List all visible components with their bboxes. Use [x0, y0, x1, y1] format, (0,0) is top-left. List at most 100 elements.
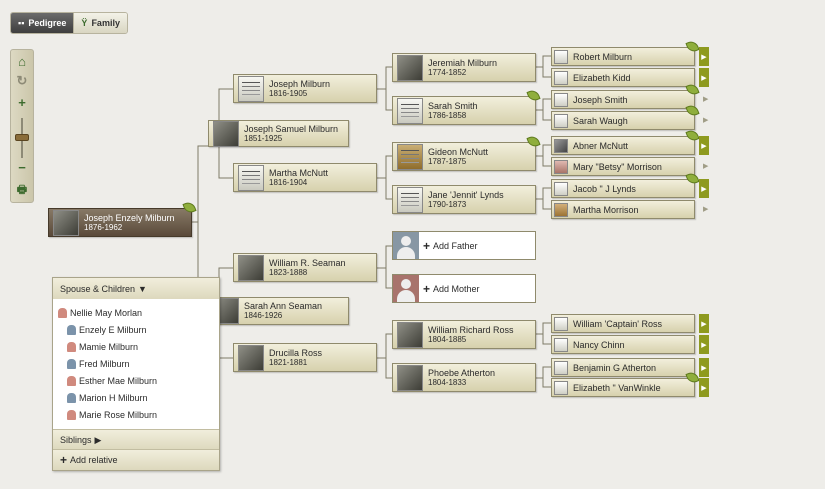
person-photo: [397, 321, 423, 348]
expand-arrow[interactable]: ▶: [703, 206, 709, 213]
female-person-icon: [58, 308, 67, 318]
document-thumbnail: [554, 202, 568, 217]
person-photo: [397, 364, 423, 391]
chevron-right-icon: ▶: [94, 434, 102, 445]
ancestor-card[interactable]: Joseph Smith: [551, 82, 700, 109]
document-thumbnail: [554, 337, 568, 352]
ancestor-card[interactable]: Nancy Chinn: [551, 335, 695, 354]
female-person-icon: [67, 376, 76, 386]
plus-icon: +: [60, 453, 68, 467]
female-silhouette-icon: [393, 275, 419, 302]
zoom-slider-handle[interactable]: [15, 134, 29, 141]
document-thumbnail: [397, 186, 423, 213]
expand-arrow[interactable]: ▶: [699, 136, 709, 155]
document-thumbnail: [397, 143, 423, 170]
navigation-toolbar: ⌂ ↻ + − 🖶: [10, 49, 34, 203]
child-item[interactable]: Enzely E Milburn: [67, 325, 147, 335]
spouse-item[interactable]: Nellie May Morlan: [58, 308, 142, 318]
child-item[interactable]: Marie Rose Milburn: [67, 410, 157, 420]
document-thumbnail: [238, 164, 264, 191]
expand-arrow[interactable]: ▶: [699, 378, 709, 397]
document-thumbnail: [554, 380, 568, 395]
ancestor-card[interactable]: Abner McNutt: [551, 128, 700, 155]
male-person-icon: [67, 393, 76, 403]
plus-icon: +: [423, 238, 431, 253]
person-photo: [554, 138, 568, 153]
child-item[interactable]: Marion H Milburn: [67, 393, 148, 403]
female-person-icon: [67, 410, 76, 420]
document-thumbnail: [238, 75, 264, 102]
expand-arrow[interactable]: ▶: [699, 358, 709, 377]
add-mother-button[interactable]: +Add Mother: [392, 274, 536, 303]
tab-pedigree[interactable]: ▪▪Pedigree: [11, 13, 74, 33]
ancestor-card[interactable]: Elizabeth " VanWinkle: [551, 370, 700, 397]
zoom-out-icon[interactable]: −: [18, 159, 26, 175]
expand-arrow[interactable]: ▶: [699, 314, 709, 333]
person-photo: [238, 254, 264, 281]
plus-icon: +: [423, 281, 431, 296]
ancestor-card[interactable]: Robert Milburn: [551, 39, 700, 66]
expand-arrow[interactable]: ▶: [703, 117, 709, 124]
person-photo: [397, 54, 423, 81]
child-item[interactable]: Mamie Milburn: [67, 342, 138, 352]
child-item[interactable]: Fred Milburn: [67, 359, 130, 369]
document-thumbnail: [554, 113, 568, 128]
spouse-children-toggle[interactable]: Spouse & Children▼: [53, 278, 219, 299]
siblings-toggle[interactable]: Siblings▶: [53, 429, 219, 450]
home-icon[interactable]: ⌂: [18, 53, 26, 69]
ancestor-card[interactable]: Martha Morrison: [551, 200, 695, 219]
document-thumbnail: [554, 49, 568, 64]
expand-arrow[interactable]: ▶: [703, 163, 709, 170]
family-icon: Ÿ: [81, 18, 88, 28]
person-photo: [213, 120, 239, 147]
document-thumbnail: [397, 97, 423, 124]
expand-arrow[interactable]: ▶: [699, 47, 709, 66]
ancestor-card[interactable]: William 'Captain' Ross: [551, 314, 695, 333]
add-relative-button[interactable]: +Add relative: [53, 449, 219, 470]
male-silhouette-icon: [393, 232, 419, 259]
expand-arrow[interactable]: ▶: [699, 68, 709, 87]
ancestor-card[interactable]: Mary "Betsy" Morrison: [551, 157, 695, 176]
document-thumbnail: [554, 360, 568, 375]
refresh-icon[interactable]: ↻: [16, 73, 28, 88]
ancestor-card[interactable]: Sarah Waugh: [551, 103, 700, 130]
spouse-children-panel: Spouse & Children▼ Nellie May Morlan Enz…: [52, 277, 220, 471]
document-thumbnail: [554, 316, 568, 331]
male-person-icon: [67, 359, 76, 369]
ancestor-card[interactable]: Elizabeth Kidd: [551, 68, 695, 87]
female-silhouette-icon: [554, 159, 568, 174]
chevron-down-icon: ▼: [138, 283, 147, 294]
person-photo: [53, 209, 79, 236]
male-person-icon: [67, 325, 76, 335]
document-thumbnail: [554, 181, 568, 196]
print-icon[interactable]: 🖶: [16, 183, 28, 196]
add-father-button[interactable]: +Add Father: [392, 231, 536, 260]
expand-arrow[interactable]: ▶: [699, 179, 709, 198]
document-thumbnail: [554, 92, 568, 107]
zoom-in-icon[interactable]: +: [18, 94, 26, 110]
pedigree-icon: ▪▪: [18, 18, 25, 28]
expand-arrow[interactable]: ▶: [703, 96, 709, 103]
child-item[interactable]: Esther Mae Milburn: [67, 376, 157, 386]
person-photo: [238, 344, 264, 371]
ancestor-card[interactable]: Jacob " J Lynds: [551, 171, 700, 198]
expand-arrow[interactable]: ▶: [699, 335, 709, 354]
female-person-icon: [67, 342, 76, 352]
document-thumbnail: [554, 70, 568, 85]
ancestor-card[interactable]: Benjamin G Atherton: [551, 358, 695, 377]
